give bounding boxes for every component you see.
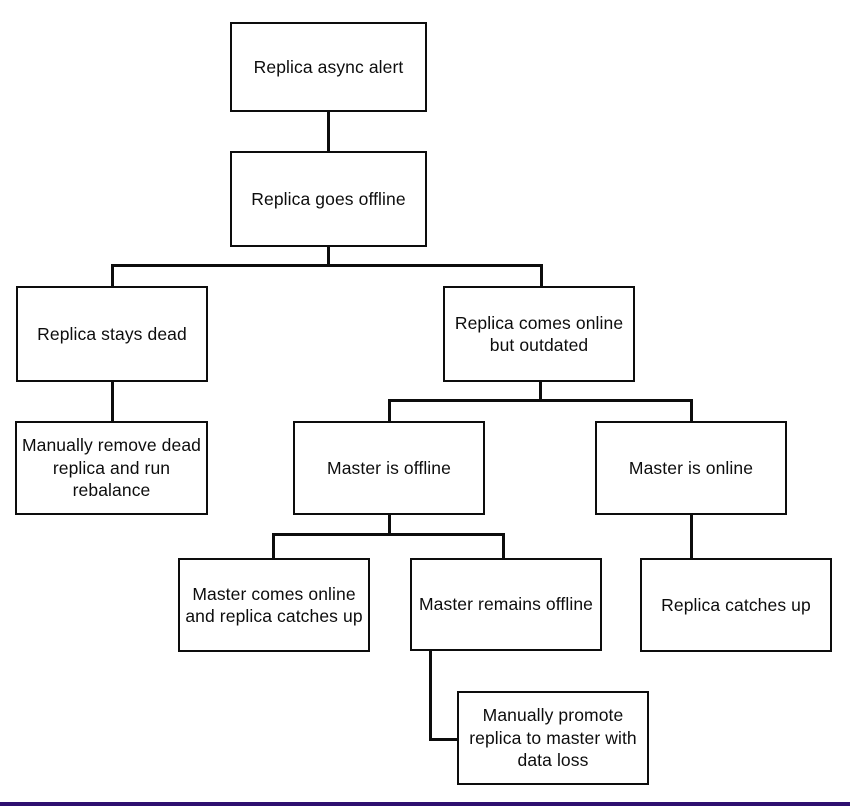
node-label: Master is online [628,457,754,478]
footer-rule [0,802,850,806]
node-label: Master comes online and replica catches … [185,583,363,626]
node-master-comes-online-and-replica-catches-up[interactable]: Master comes online and replica catches … [178,558,370,652]
node-replica-catches-up[interactable]: Replica catches up [640,558,832,652]
connector-goes-offline-stem [327,247,330,266]
connector-outdated-stem [539,382,542,400]
node-master-is-online[interactable]: Master is online [595,421,787,515]
connector-goes-offline-to-stays-dead [111,264,114,286]
node-label: Replica stays dead [37,323,187,344]
node-manually-remove-dead-replica[interactable]: Manually remove dead replica and run reb… [15,421,208,515]
connector-alert-to-goes-offline [327,112,330,151]
connector-outdated-split-bar [388,399,692,402]
connector-goes-offline-split-bar [111,264,543,267]
connector-outdated-to-master-online [690,399,693,421]
node-replica-stays-dead[interactable]: Replica stays dead [16,286,208,382]
node-label: Replica goes offline [251,188,406,209]
node-label: Manually remove dead replica and run reb… [21,435,202,501]
connector-remains-offline-elbow-vertical [429,651,432,740]
node-label: Replica async alert [253,56,404,77]
node-replica-comes-online-but-outdated[interactable]: Replica comes online but outdated [443,286,635,382]
connector-master-offline-to-comes-online [272,533,275,558]
connector-master-offline-stem [388,515,391,534]
node-label: Manually promote replica to master with … [469,705,637,771]
connector-stays-dead-to-manual-remove [111,382,114,421]
node-replica-async-alert[interactable]: Replica async alert [230,22,427,112]
node-master-remains-offline[interactable]: Master remains offline [410,558,602,651]
node-replica-goes-offline[interactable]: Replica goes offline [230,151,427,247]
node-label: Master is offline [327,457,451,478]
node-label: Master remains offline [418,594,594,615]
node-label: Replica catches up [661,594,811,615]
node-manually-promote-replica-to-master[interactable]: Manually promote replica to master with … [457,691,649,785]
connector-master-online-to-catches-up [690,515,693,558]
connector-goes-offline-to-comes-online [540,264,543,286]
node-master-is-offline[interactable]: Master is offline [293,421,485,515]
connector-remains-offline-elbow-horizontal [429,738,459,741]
connector-master-offline-to-remains-offline [502,533,505,558]
connector-outdated-to-master-offline [388,399,391,421]
node-label: Replica comes online but outdated [454,312,624,355]
connector-master-offline-split-bar [272,533,504,536]
